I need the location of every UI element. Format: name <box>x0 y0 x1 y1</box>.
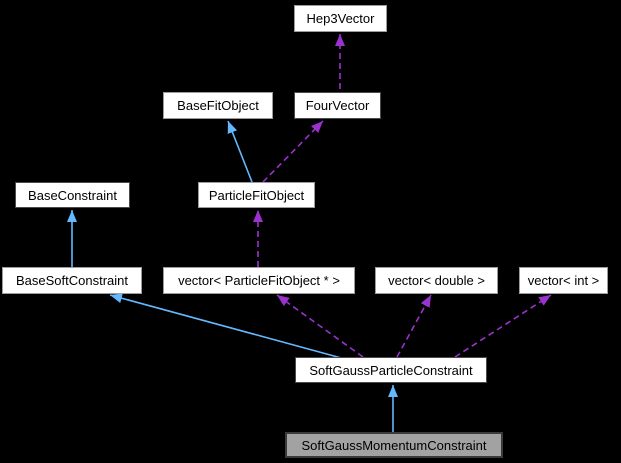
node-softgaussparticleconstraint[interactable]: SoftGaussParticleConstraint <box>295 357 487 383</box>
node-basesoftconstraint[interactable]: BaseSoftConstraint <box>2 267 142 294</box>
node-vector-particlefitobject-ptr[interactable]: vector< ParticleFitObject * > <box>163 267 355 294</box>
edge-sgpc-to-basesoftconstraint <box>109 293 346 360</box>
node-vector-int[interactable]: vector< int > <box>519 267 608 294</box>
edge-sgpc-to-vectorpfo <box>276 294 364 358</box>
node-hep3vector[interactable]: Hep3Vector <box>294 5 387 32</box>
node-particlefitobject[interactable]: ParticleFitObject <box>198 182 315 208</box>
node-basefitobject[interactable]: BaseFitObject <box>163 92 273 119</box>
edge-sgpc-to-vectordouble <box>396 294 432 358</box>
edge-particlefitobject-to-basefitobject <box>227 120 253 183</box>
node-baseconstraint[interactable]: BaseConstraint <box>15 182 130 208</box>
edge-particlefitobject-to-fourvector <box>262 120 324 183</box>
node-softgaussmomentumconstraint-current: SoftGaussMomentumConstraint <box>285 432 503 458</box>
node-fourvector[interactable]: FourVector <box>294 92 381 119</box>
node-vector-double[interactable]: vector< double > <box>375 267 498 294</box>
edge-sgpc-to-vectorint <box>454 294 552 358</box>
